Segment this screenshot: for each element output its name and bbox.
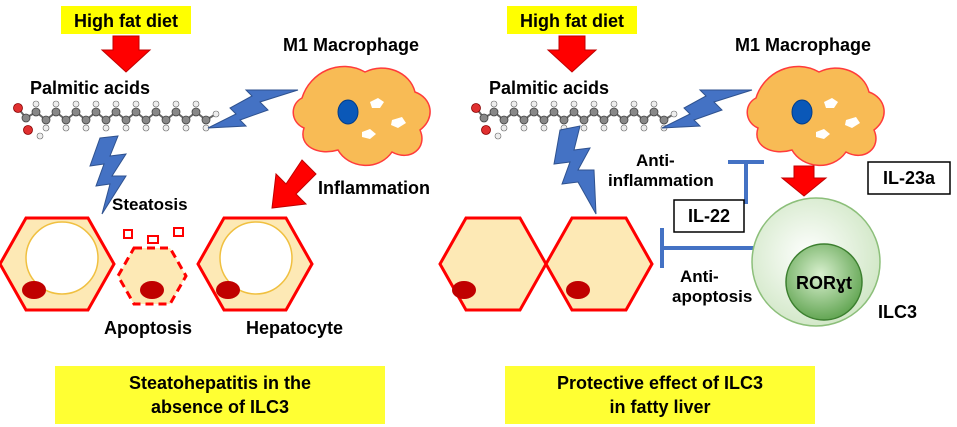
anti-apoptosis-label-line1: Anti- xyxy=(680,267,719,286)
hepatocyte-cell xyxy=(544,216,654,312)
left-caption-line1: Steatohepatitis in the xyxy=(129,373,311,393)
left-caption-box: Steatohepatitis in the absence of ILC3 xyxy=(55,366,385,424)
hepatocyte-nucleus xyxy=(22,281,46,299)
ilc3-cell: RORɣt xyxy=(751,197,881,327)
ilc3-label: ILC3 xyxy=(878,302,917,322)
apoptotic-body xyxy=(147,235,159,244)
hepatocyte-cell xyxy=(438,216,548,312)
red-il23-arrow xyxy=(780,165,828,197)
lightning-bolt-macrophage xyxy=(661,89,753,129)
high-fat-diet-label: High fat diet xyxy=(520,11,624,31)
il22-box: IL-22 xyxy=(673,199,745,233)
hepatocyte-nucleus xyxy=(566,281,590,299)
left-panel: High fat diet Palmitic acids xyxy=(0,6,431,424)
lightning-bolt-steatosis xyxy=(89,135,127,215)
il23a-box: IL-23a xyxy=(867,161,951,195)
right-caption-line2: in fatty liver xyxy=(609,397,710,417)
high-fat-diet-box: High fat diet xyxy=(61,6,191,34)
anti-inflammation-inhibitor xyxy=(728,160,764,204)
roryt-label: RORɣt xyxy=(796,273,852,293)
hepatocyte-cell xyxy=(196,216,314,312)
left-caption-line2: absence of ILC3 xyxy=(151,397,289,417)
red-down-arrow xyxy=(100,35,152,73)
hepatocyte-nucleus xyxy=(452,281,476,299)
hepatocyte-cell xyxy=(0,216,116,312)
lightning-bolt-steatosis xyxy=(553,125,597,215)
macrophage-nucleus xyxy=(337,99,359,125)
apoptotic-body xyxy=(173,227,184,237)
m1-macrophage-label: M1 Macrophage xyxy=(283,35,419,55)
anti-inflammation-label-line2: inflammation xyxy=(608,171,714,190)
steatosis-label: Steatosis xyxy=(112,195,188,214)
macrophage-nucleus xyxy=(791,99,813,125)
high-fat-diet-box: High fat diet xyxy=(507,6,637,34)
high-fat-diet-label: High fat diet xyxy=(74,11,178,31)
right-caption-line1: Protective effect of ILC3 xyxy=(557,373,763,393)
apoptotic-nucleus xyxy=(140,281,164,299)
ilc3-nucleus xyxy=(785,243,863,321)
palmitic-acids-label: Palmitic acids xyxy=(30,78,150,98)
hepatocyte-label: Hepatocyte xyxy=(246,318,343,338)
apoptosis-label: Apoptosis xyxy=(104,318,192,338)
inflammation-label: Inflammation xyxy=(318,178,430,198)
m1-macrophage-label: M1 Macrophage xyxy=(735,35,871,55)
red-inflammation-arrow xyxy=(271,159,317,209)
palmitic-acid-molecule xyxy=(13,100,220,140)
macrophage-cell xyxy=(746,65,885,167)
anti-apoptosis-label-line2: apoptosis xyxy=(672,287,752,306)
right-caption-box: Protective effect of ILC3 in fatty liver xyxy=(505,366,815,424)
anti-apoptosis-inhibitor xyxy=(660,228,760,268)
palmitic-acids-label: Palmitic acids xyxy=(489,78,609,98)
red-down-arrow xyxy=(546,35,598,73)
il23a-label: IL-23a xyxy=(883,168,936,188)
apoptotic-body xyxy=(123,229,133,239)
il22-label: IL-22 xyxy=(688,206,730,226)
apoptotic-cell xyxy=(116,227,188,306)
lightning-bolt-macrophage xyxy=(207,89,299,129)
right-panel: High fat diet Palmitic acids xyxy=(438,6,951,424)
hepatocyte-nucleus xyxy=(216,281,240,299)
anti-inflammation-label-line1: Anti- xyxy=(636,151,675,170)
macrophage-cell xyxy=(292,65,431,167)
